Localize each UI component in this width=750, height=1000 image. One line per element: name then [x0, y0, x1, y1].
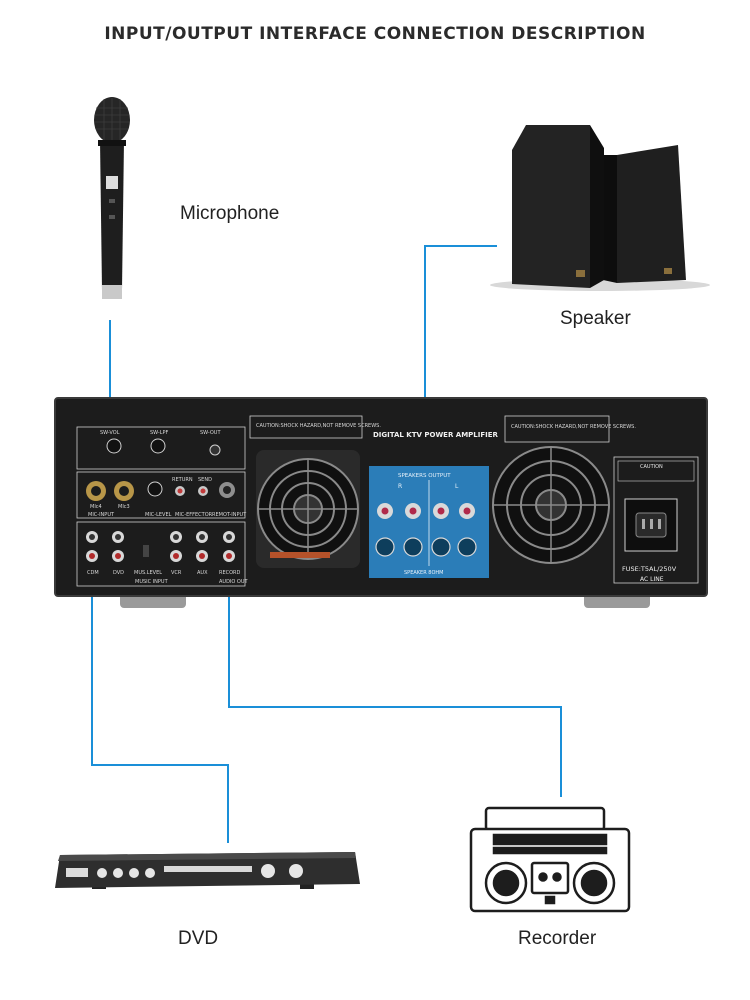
speakers-output-label: SPEAKERS OUTPUT: [398, 473, 451, 479]
music-input-jacks: [86, 531, 235, 562]
channel-l-label: L: [455, 483, 459, 490]
audio-out-label: AUDIO OUT: [219, 579, 249, 585]
fuse-label: FUSE:T5AL/250V: [622, 565, 677, 573]
input-label-vcr: VCR: [171, 570, 182, 576]
ac-line-label: AC LINE: [640, 576, 664, 583]
dvd-player-image: [55, 852, 360, 889]
dvd-connector-line: [91, 548, 229, 843]
mus-level-label: MUS.LEVEL: [134, 570, 162, 576]
right-fan: [492, 446, 610, 564]
caution-left-text: CAUTION:SHOCK HAZARD,NOT REMOVE SCREWS.: [256, 423, 381, 429]
microphone-label: Microphone: [180, 203, 280, 224]
mic-level-label: MIC-LEVEL: [145, 512, 172, 518]
input-label-cdm: CDM: [87, 570, 99, 576]
left-fan: [256, 450, 360, 568]
mic3-label: MIc3: [118, 504, 130, 510]
return-label: RETURN: [172, 477, 193, 483]
caution-box-label: CAUTION: [640, 464, 663, 470]
recorder-connector-line: [228, 548, 562, 797]
sw-vol-label: SW-VOL: [100, 430, 120, 436]
amplifier-rear-panel: CAUTION:SHOCK HAZARD,NOT REMOVE SCREWS. …: [54, 397, 708, 608]
microphone-image: [94, 97, 130, 299]
amplifier-name: DIGITAL KTV POWER AMPLIFIER: [373, 431, 499, 439]
mic4-label: MIc4: [90, 504, 102, 510]
speaker-output-panel: SPEAKERS OUTPUT R L SPEAKER 8OHM: [369, 466, 489, 578]
recorder-image: [469, 806, 631, 913]
sw-lpf-label: SW-LPF: [150, 430, 169, 436]
dvd-label: DVD: [178, 928, 219, 949]
speaker-impedance-label: SPEAKER 8OHM: [404, 570, 443, 576]
input-label-aux: AUX: [197, 570, 208, 576]
caution-right-text: CAUTION:SHOCK HAZARD,NOT REMOVE SCREWS.: [511, 424, 636, 430]
mic-input-label: MIC-INPUT: [88, 512, 115, 518]
recorder-label: Recorder: [518, 928, 597, 949]
music-input-label: MUSIC INPUT: [135, 579, 169, 585]
channel-r-label: R: [398, 483, 402, 490]
mic-effector-label: MIC-EFFECTOR: [175, 512, 213, 518]
sw-out-label: SW-OUT: [200, 430, 221, 436]
send-label: SEND: [198, 477, 212, 483]
remote-input-label: REMOT-INPUT: [212, 512, 247, 518]
input-label-record: RECORD: [219, 570, 241, 576]
speaker-label: Speaker: [560, 308, 631, 329]
input-label-dvd: DVD: [113, 570, 124, 576]
ac-inlet: CAUTION FUSE:T5AL/250V AC LINE: [613, 456, 699, 584]
speaker-image: [490, 125, 710, 291]
page-title: INPUT/OUTPUT INTERFACE CONNECTION DESCRI…: [104, 24, 646, 44]
